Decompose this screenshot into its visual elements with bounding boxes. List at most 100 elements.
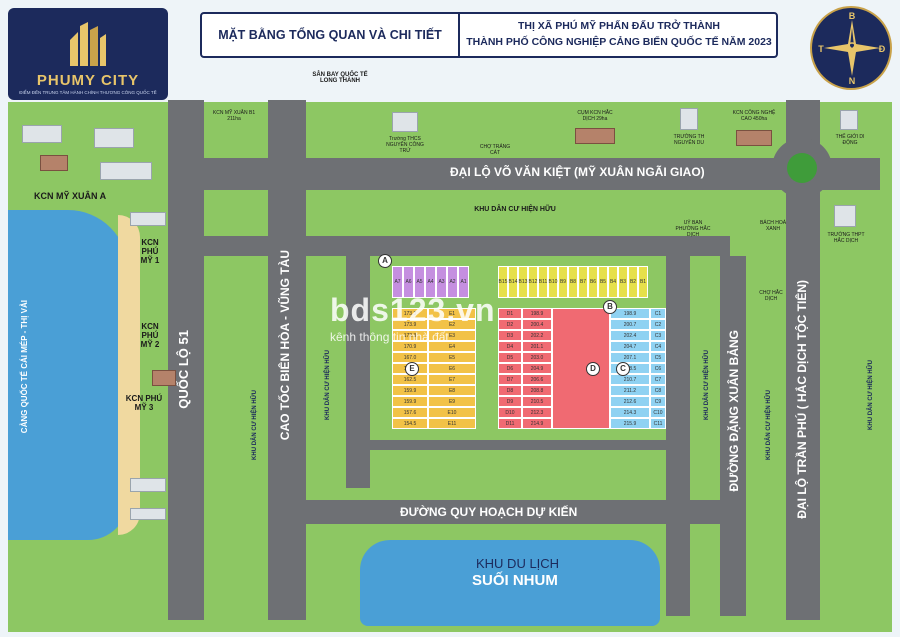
lot-B5[interactable]: B5 (598, 266, 608, 298)
lot-D6[interactable]: D6 (498, 363, 522, 374)
lot-B15[interactable]: B15 (498, 266, 508, 298)
lot-E9[interactable]: E9 (428, 396, 476, 407)
lot-C1[interactable]: C1 (650, 308, 666, 319)
logo-name: PHUMY CITY (36, 72, 140, 89)
lot-C6[interactable]: C6 (650, 363, 666, 374)
label-cho-trang-cat: CHỢ TRẢNG CÁT (479, 144, 511, 156)
lot-area-E4[interactable]: 170.9 (392, 341, 428, 352)
lot-B4[interactable]: B4 (608, 266, 618, 298)
lot-C7[interactable]: C7 (650, 374, 666, 385)
lot-area-D10[interactable]: 212.3 (522, 407, 552, 418)
lot-area-D11[interactable]: 214.9 (522, 418, 552, 429)
lot-E3[interactable]: E3 (428, 330, 476, 341)
lot-C4[interactable]: C4 (650, 341, 666, 352)
road-connector (200, 236, 730, 256)
lot-C2[interactable]: C2 (650, 319, 666, 330)
lot-area-E10[interactable]: 157.6 (392, 407, 428, 418)
lot-E1[interactable]: E1 (428, 308, 476, 319)
block-e-badge: E (405, 362, 419, 376)
lot-C9[interactable]: C9 (650, 396, 666, 407)
lot-E2[interactable]: E2 (428, 319, 476, 330)
lot-E11[interactable]: E11 (428, 418, 476, 429)
label-kcn-phu-my-1: KCN PHÚ MỸ 1 (140, 238, 160, 265)
block-d-fill[interactable] (552, 308, 610, 429)
lot-A7[interactable]: A7 (392, 266, 403, 298)
lot-area-C7[interactable]: 210.7 (610, 374, 650, 385)
lot-area-D7[interactable]: 206.6 (522, 374, 552, 385)
lot-A4[interactable]: A4 (425, 266, 436, 298)
lot-E8[interactable]: E8 (428, 385, 476, 396)
factory-phu-my-3 (152, 370, 176, 386)
lot-B7[interactable]: B7 (578, 266, 588, 298)
lot-area-C9[interactable]: 212.6 (610, 396, 650, 407)
lot-area-D4[interactable]: 201.1 (522, 341, 552, 352)
label-kdc-5: KHU DÂN CƯ HIỆN HỮU (868, 360, 874, 430)
lot-area-D6[interactable]: 204.9 (522, 363, 552, 374)
lot-E10[interactable]: E10 (428, 407, 476, 418)
lot-E4[interactable]: E4 (428, 341, 476, 352)
lot-area-C3[interactable]: 202.4 (610, 330, 650, 341)
lot-B3[interactable]: B3 (618, 266, 628, 298)
lot-B13[interactable]: B13 (518, 266, 528, 298)
lot-area-D5[interactable]: 203.0 (522, 352, 552, 363)
lot-B9[interactable]: B9 (558, 266, 568, 298)
lot-C11[interactable]: C11 (650, 418, 666, 429)
lot-D3[interactable]: D3 (498, 330, 522, 341)
lot-area-D3[interactable]: 202.2 (522, 330, 552, 341)
lot-B1[interactable]: B1 (638, 266, 648, 298)
lot-area-E2[interactable]: 173.9 (392, 319, 428, 330)
lake-suoi-nhum (360, 540, 660, 626)
lot-B2[interactable]: B2 (628, 266, 638, 298)
lot-area-D9[interactable]: 210.5 (522, 396, 552, 407)
lot-C10[interactable]: C10 (650, 407, 666, 418)
lot-D1[interactable]: D1 (498, 308, 522, 319)
road-inner-1 (346, 256, 370, 488)
lot-area-E8[interactable]: 159.9 (392, 385, 428, 396)
lot-area-D2[interactable]: 200.4 (522, 319, 552, 330)
lot-area-C4[interactable]: 204.7 (610, 341, 650, 352)
lot-D2[interactable]: D2 (498, 319, 522, 330)
lot-B10[interactable]: B10 (548, 266, 558, 298)
lot-D11[interactable]: D11 (498, 418, 522, 429)
lot-area-C10[interactable]: 214.3 (610, 407, 650, 418)
lot-area-D8[interactable]: 208.8 (522, 385, 552, 396)
label-kcn-my-xuan-a: KCN MỸ XUÂN A (34, 191, 107, 201)
lot-B14[interactable]: B14 (508, 266, 518, 298)
lot-C8[interactable]: C8 (650, 385, 666, 396)
sea-area (8, 210, 128, 540)
lot-area-E11[interactable]: 154.5 (392, 418, 428, 429)
lot-E7[interactable]: E7 (428, 374, 476, 385)
lot-area-E1[interactable]: 173.3 (392, 308, 428, 319)
lot-area-D1[interactable]: 198.9 (522, 308, 552, 319)
beach-strip (118, 215, 140, 535)
lot-area-C8[interactable]: 211.2 (610, 385, 650, 396)
lot-B11[interactable]: B11 (538, 266, 548, 298)
lot-area-C2[interactable]: 200.7 (610, 319, 650, 330)
lot-C3[interactable]: C3 (650, 330, 666, 341)
lot-A1[interactable]: A1 (458, 266, 469, 298)
lot-area-C11[interactable]: 215.9 (610, 418, 650, 429)
lot-area-C5[interactable]: 207.1 (610, 352, 650, 363)
lot-D4[interactable]: D4 (498, 341, 522, 352)
lot-B12[interactable]: B12 (528, 266, 538, 298)
lot-D8[interactable]: D8 (498, 385, 522, 396)
lot-D7[interactable]: D7 (498, 374, 522, 385)
lot-A2[interactable]: A2 (447, 266, 458, 298)
lot-area-E3[interactable]: 172.3 (392, 330, 428, 341)
lot-D9[interactable]: D9 (498, 396, 522, 407)
lot-B8[interactable]: B8 (568, 266, 578, 298)
lot-A6[interactable]: A6 (403, 266, 414, 298)
lot-B6[interactable]: B6 (588, 266, 598, 298)
lot-area-E9[interactable]: 159.9 (392, 396, 428, 407)
label-kdc-1: KHU DÂN CƯ HIỆN HỮU (325, 350, 331, 420)
lot-D5[interactable]: D5 (498, 352, 522, 363)
lot-D10[interactable]: D10 (498, 407, 522, 418)
lot-E5[interactable]: E5 (428, 352, 476, 363)
lot-A5[interactable]: A5 (414, 266, 425, 298)
lot-C5[interactable]: C5 (650, 352, 666, 363)
building-icon (68, 22, 108, 66)
label-airport: SÂN BAY QUỐC TẾ LONG THÀNH (312, 72, 368, 84)
lot-E6[interactable]: E6 (428, 363, 476, 374)
lot-A3[interactable]: A3 (436, 266, 447, 298)
